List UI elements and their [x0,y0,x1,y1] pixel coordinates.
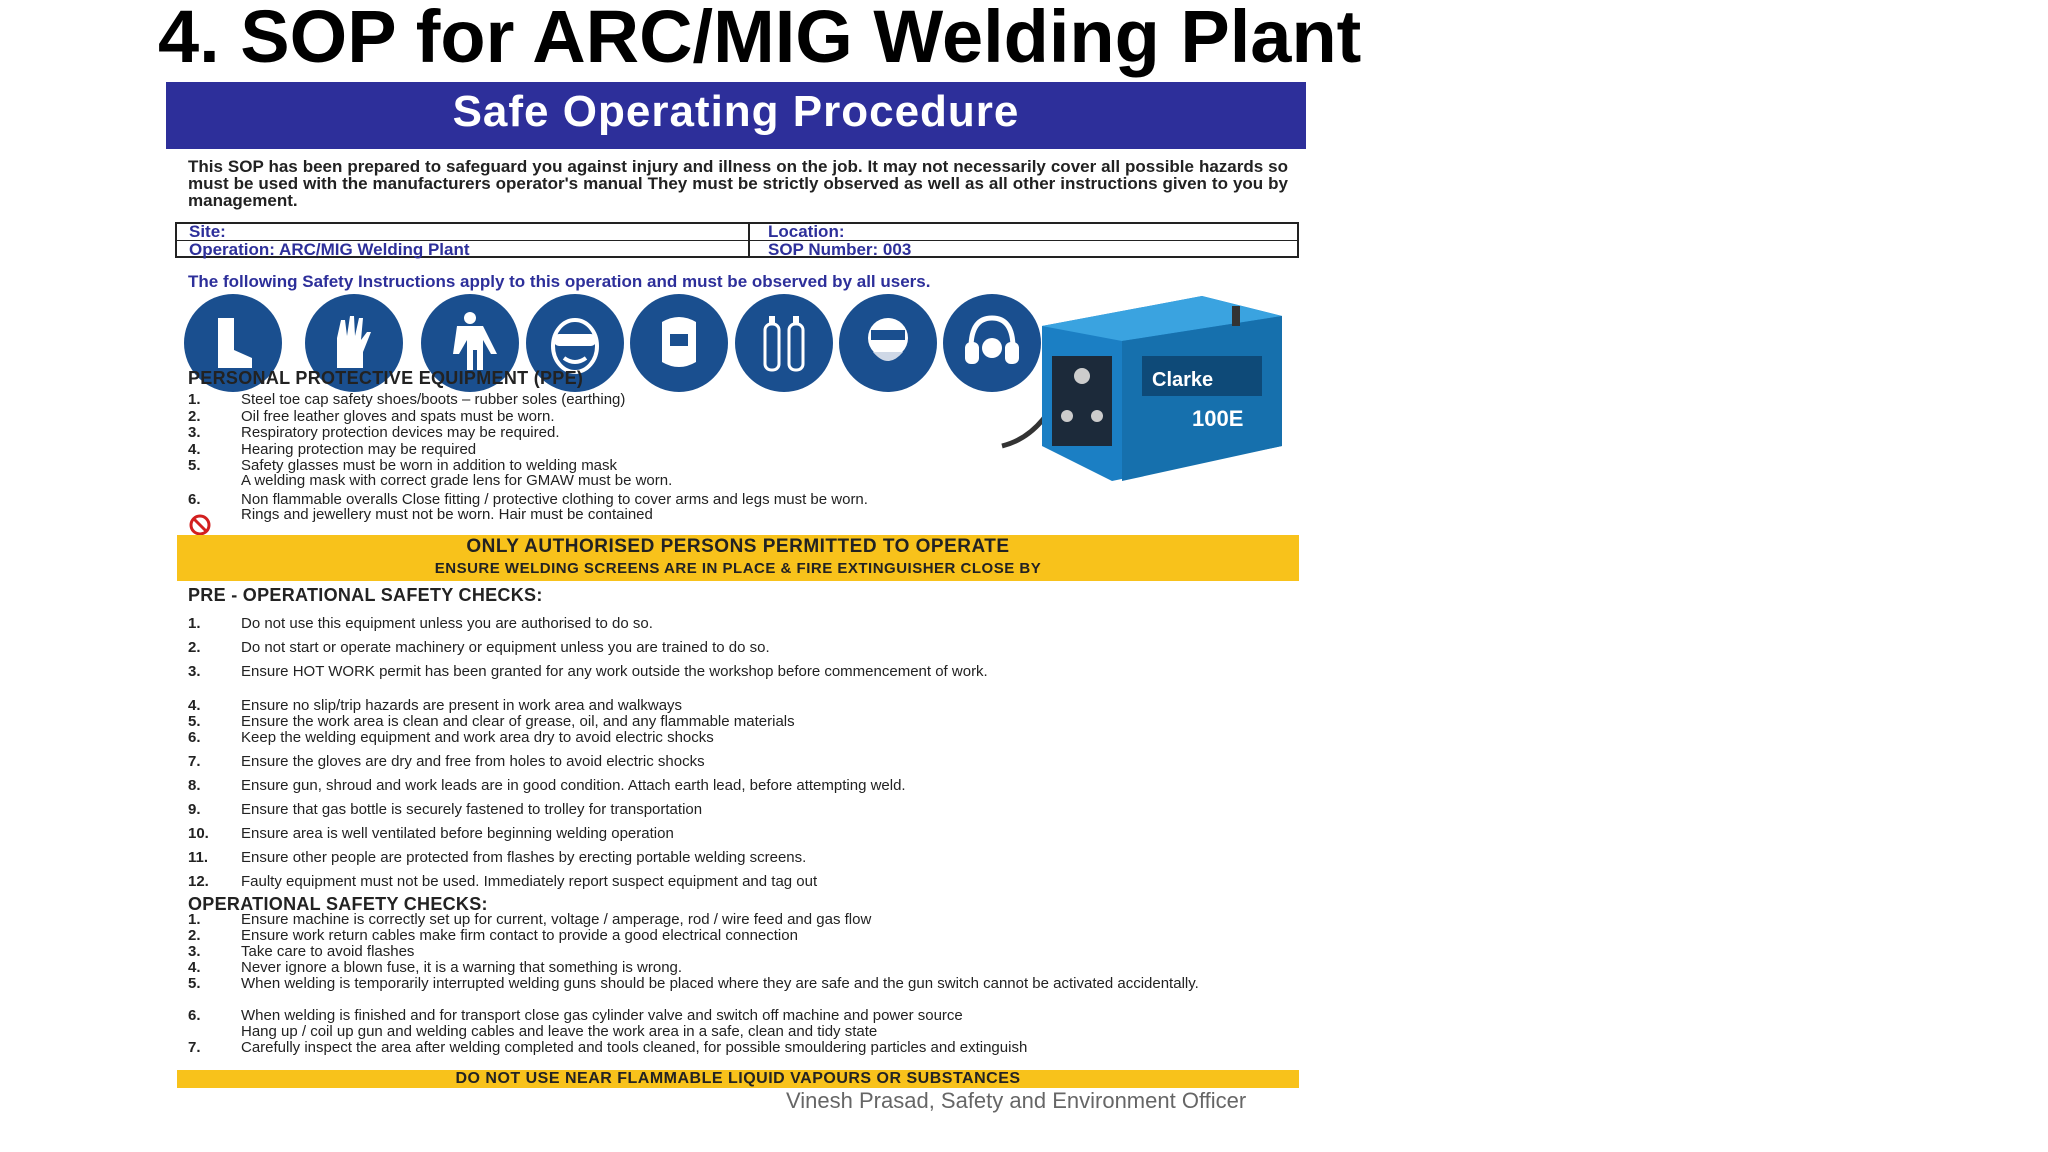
pre-operational-heading: PRE - OPERATIONAL SAFETY CHECKS: [188,585,543,605]
site-label: Site: [189,222,226,241]
sop-document: Safe Operating Procedure This SOP has be… [166,82,1306,1088]
ppe-icons-row [184,294,1084,394]
operational-heading: OPERATIONAL SAFETY CHECKS: [188,894,488,914]
location-label: Location: [768,222,845,241]
welding-mask-icon [630,294,728,392]
face-shield-icon [526,294,624,392]
authorised-warning-line2: ENSURE WELDING SCREENS ARE IN PLACE & FI… [434,560,1042,577]
table-divider [748,224,750,258]
ppe-heading: PERSONAL PROTECTIVE EQUIPMENT (PPE) [188,368,584,388]
operation-label: Operation: ARC/MIG Welding Plant [189,240,470,259]
sop-intro: This SOP has been prepared to safeguard … [188,157,1288,210]
welding-machine-image: Clarke 100E [1001,296,1282,481]
flammable-warning-banner: DO NOT USE NEAR FLAMMABLE LIQUID VAPOURS… [177,1070,1299,1088]
machine-model-label: 100E [1192,406,1243,431]
safety-boots-icon [184,294,282,392]
overalls-icon [421,294,519,392]
gloves-icon [305,294,403,392]
sop-banner: Safe Operating Procedure [166,82,1306,149]
authorised-warning-line1: ONLY AUTHORISED PERSONS PERMITTED TO OPE… [466,536,1010,557]
slide-title: 4. SOP for ARC/MIG Welding Plant [158,0,1362,78]
slide-footer: Vinesh Prasad, Safety and Environment Of… [786,1088,1247,1113]
gas-cylinders-icon [735,294,833,392]
respirator-icon [839,294,937,392]
sop-info-table: Site: Location: Operation: ARC/MIG Weldi… [175,222,1299,259]
sop-number: SOP Number: 003 [768,240,912,259]
safety-instructions-intro: The following Safety Instructions apply … [188,272,931,291]
machine-brand-label: Clarke [1152,369,1213,391]
prohibited-icon [189,514,211,536]
ear-muffs-icon [943,294,1041,392]
table-divider [177,240,1297,241]
authorised-warning-banner: ONLY AUTHORISED PERSONS PERMITTED TO OPE… [177,535,1299,581]
